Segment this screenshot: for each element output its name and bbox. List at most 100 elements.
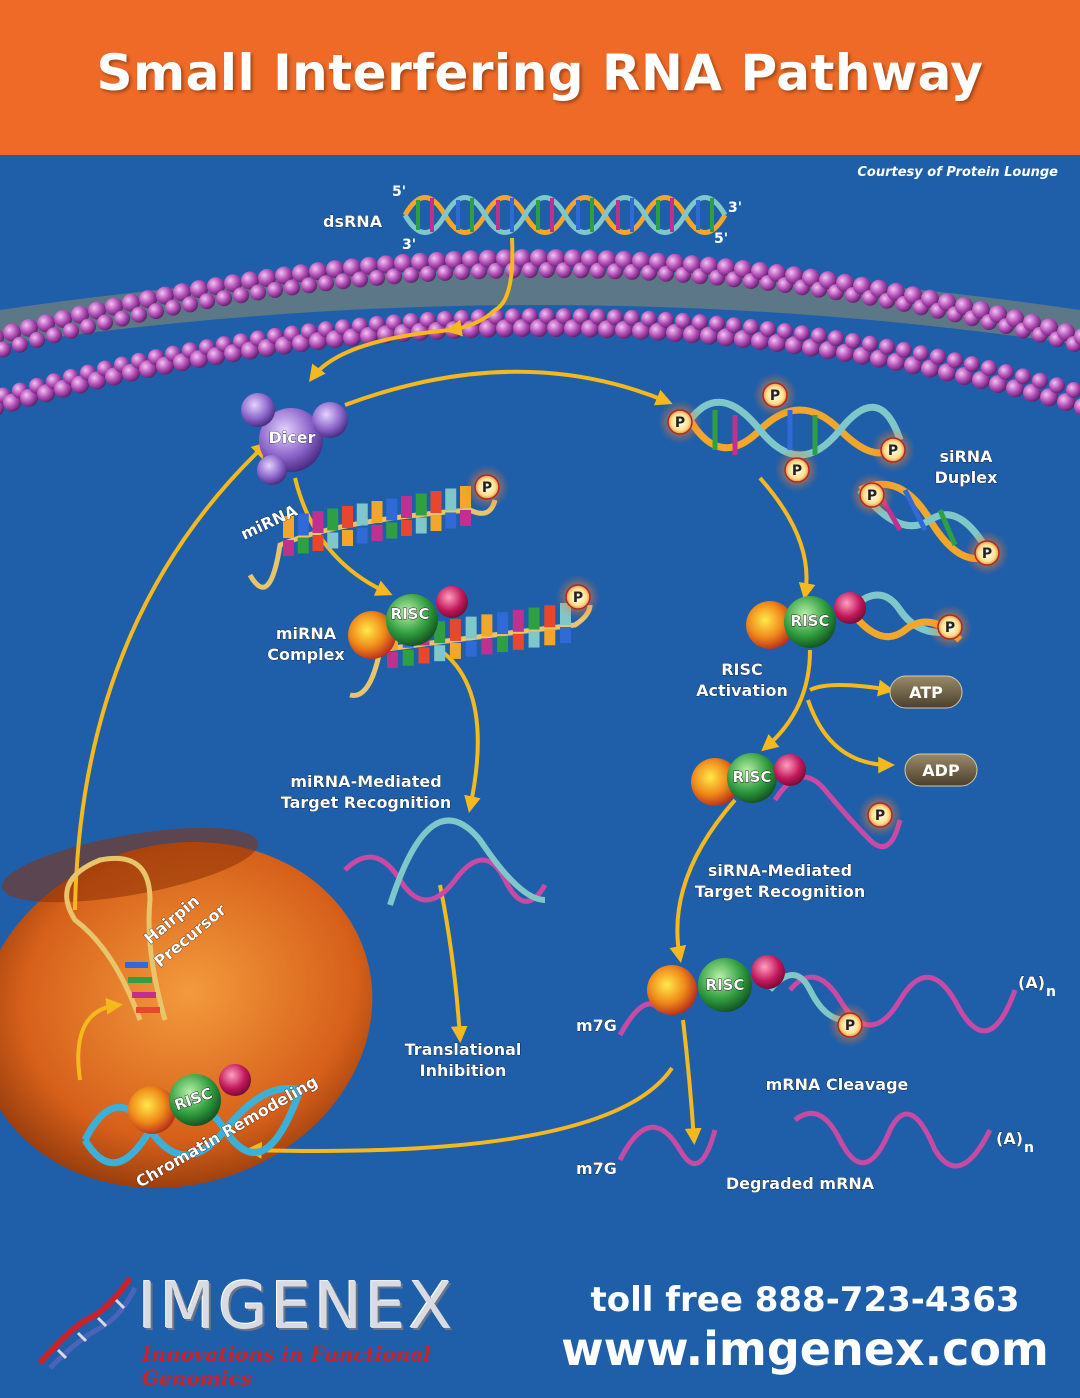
membrane-bead <box>666 253 684 272</box>
membrane-bead <box>624 309 640 326</box>
membrane-bead <box>131 306 147 323</box>
membrane-bead <box>581 319 599 338</box>
membrane-bead <box>887 352 905 371</box>
membrane-bead <box>326 330 344 349</box>
nucleotide-base <box>371 525 383 541</box>
arrow-duplex-to-risc <box>758 476 816 600</box>
membrane-bead <box>1066 382 1080 399</box>
membrane-bead <box>479 319 497 338</box>
imgenex-logo: IMGENEX Innovations in Functional Genomi… <box>30 1268 500 1390</box>
website-link[interactable]: www.imgenex.com <box>561 1322 1049 1376</box>
nucleotide-base <box>497 612 509 635</box>
mrna-cleavage-label: mRNA Cleavage <box>766 1075 909 1094</box>
nucleotide-base <box>401 520 412 536</box>
membrane-bead <box>734 260 752 279</box>
nucleotide-base <box>449 618 461 641</box>
membrane-bead <box>896 341 912 358</box>
header-banner: Small Interfering RNA Pathway <box>0 0 1080 155</box>
membrane-bead <box>1040 388 1058 407</box>
mirna-target-mrna <box>343 817 548 906</box>
nucleotide-base <box>312 511 324 533</box>
m7g-label-2: m7G <box>576 1159 617 1178</box>
degraded-mrna <box>617 1110 993 1169</box>
nucleotide-base <box>544 605 556 628</box>
nucleotide-base <box>327 508 339 531</box>
sirna-target-complex <box>691 753 903 850</box>
membrane-bead <box>462 250 480 269</box>
nucleotide-base <box>481 614 493 637</box>
dicer-enzyme <box>241 393 348 485</box>
membrane-bead <box>717 258 735 277</box>
phosphate-label: P <box>482 480 492 496</box>
membrane-bead <box>1040 318 1058 337</box>
membrane-bead <box>836 273 854 292</box>
membrane-bead <box>386 268 402 285</box>
membrane-bead <box>352 271 368 288</box>
nucleotide-base <box>512 609 524 632</box>
membrane-bead <box>666 323 684 342</box>
nucleotide-base <box>465 640 477 657</box>
membrane-bead <box>3 393 21 412</box>
membrane-bead <box>284 279 300 296</box>
membrane-bead <box>760 320 776 337</box>
dsrna-label: dsRNA <box>323 212 383 231</box>
atp-pill <box>889 675 963 709</box>
membrane-bead <box>785 336 803 355</box>
membrane-bead <box>700 256 718 275</box>
membrane-bead <box>1057 393 1075 412</box>
membrane-bead <box>3 323 21 342</box>
membrane-bead <box>632 321 650 340</box>
membrane-bead <box>88 371 106 390</box>
arrow-to-cleavage <box>669 798 737 963</box>
membrane-bead <box>1074 328 1080 346</box>
membrane-bead <box>904 356 922 375</box>
risc-activation-complex <box>746 591 963 649</box>
membrane-bead <box>692 314 708 331</box>
membrane-bead <box>114 310 130 327</box>
arrow-target-to-inhibition <box>438 884 468 1044</box>
nucleotide-base <box>544 629 556 646</box>
sirna-duplex-label-2: Duplex <box>935 468 998 487</box>
membrane-bead <box>224 344 242 363</box>
membrane-bead <box>972 371 990 390</box>
nucleotide-base <box>283 516 294 538</box>
membrane-bead <box>471 263 487 280</box>
nucleotide-base <box>342 530 353 546</box>
membrane-bead <box>207 347 225 366</box>
membrane-bead <box>46 327 62 344</box>
nucleotide-base <box>415 517 427 534</box>
membrane-bead <box>955 297 973 316</box>
membrane-bead <box>522 308 538 325</box>
poly-a-label-2: (A) <box>996 1129 1023 1148</box>
membrane-bead <box>564 249 582 268</box>
membrane-bead <box>173 353 191 372</box>
nucleotide-base <box>512 633 524 650</box>
membrane-bead <box>649 252 667 271</box>
membrane-bead <box>547 319 565 338</box>
membrane-bead <box>998 364 1014 381</box>
mirna-mediated-label-1: miRNA-Mediated <box>290 772 441 791</box>
phosphate-label: P <box>875 808 885 824</box>
membrane-bead <box>819 271 837 290</box>
mirna-mediated-label-2: Target Recognition <box>281 793 452 812</box>
nucleotide-base <box>465 616 477 639</box>
phosphate-icon <box>762 382 788 408</box>
nucleotide-base <box>460 510 471 526</box>
mirna-strand <box>247 486 498 590</box>
nucleotide-base <box>430 515 442 531</box>
dsrna-3prime-left: 3' <box>402 237 416 253</box>
brand-name: IMGENEX <box>138 1270 456 1344</box>
membrane-bead <box>530 249 548 268</box>
membrane-bead <box>360 256 378 275</box>
membrane-bead <box>292 264 310 283</box>
membrane-bead <box>598 250 616 269</box>
membrane-bead <box>539 262 555 279</box>
membrane-bead <box>258 338 276 357</box>
translational-label-1: Translational <box>405 1040 522 1059</box>
membrane-bead <box>921 359 939 378</box>
membrane-bead <box>224 274 242 293</box>
membrane-bead <box>207 277 225 296</box>
poly-a-sub-2: n <box>1024 1140 1034 1156</box>
